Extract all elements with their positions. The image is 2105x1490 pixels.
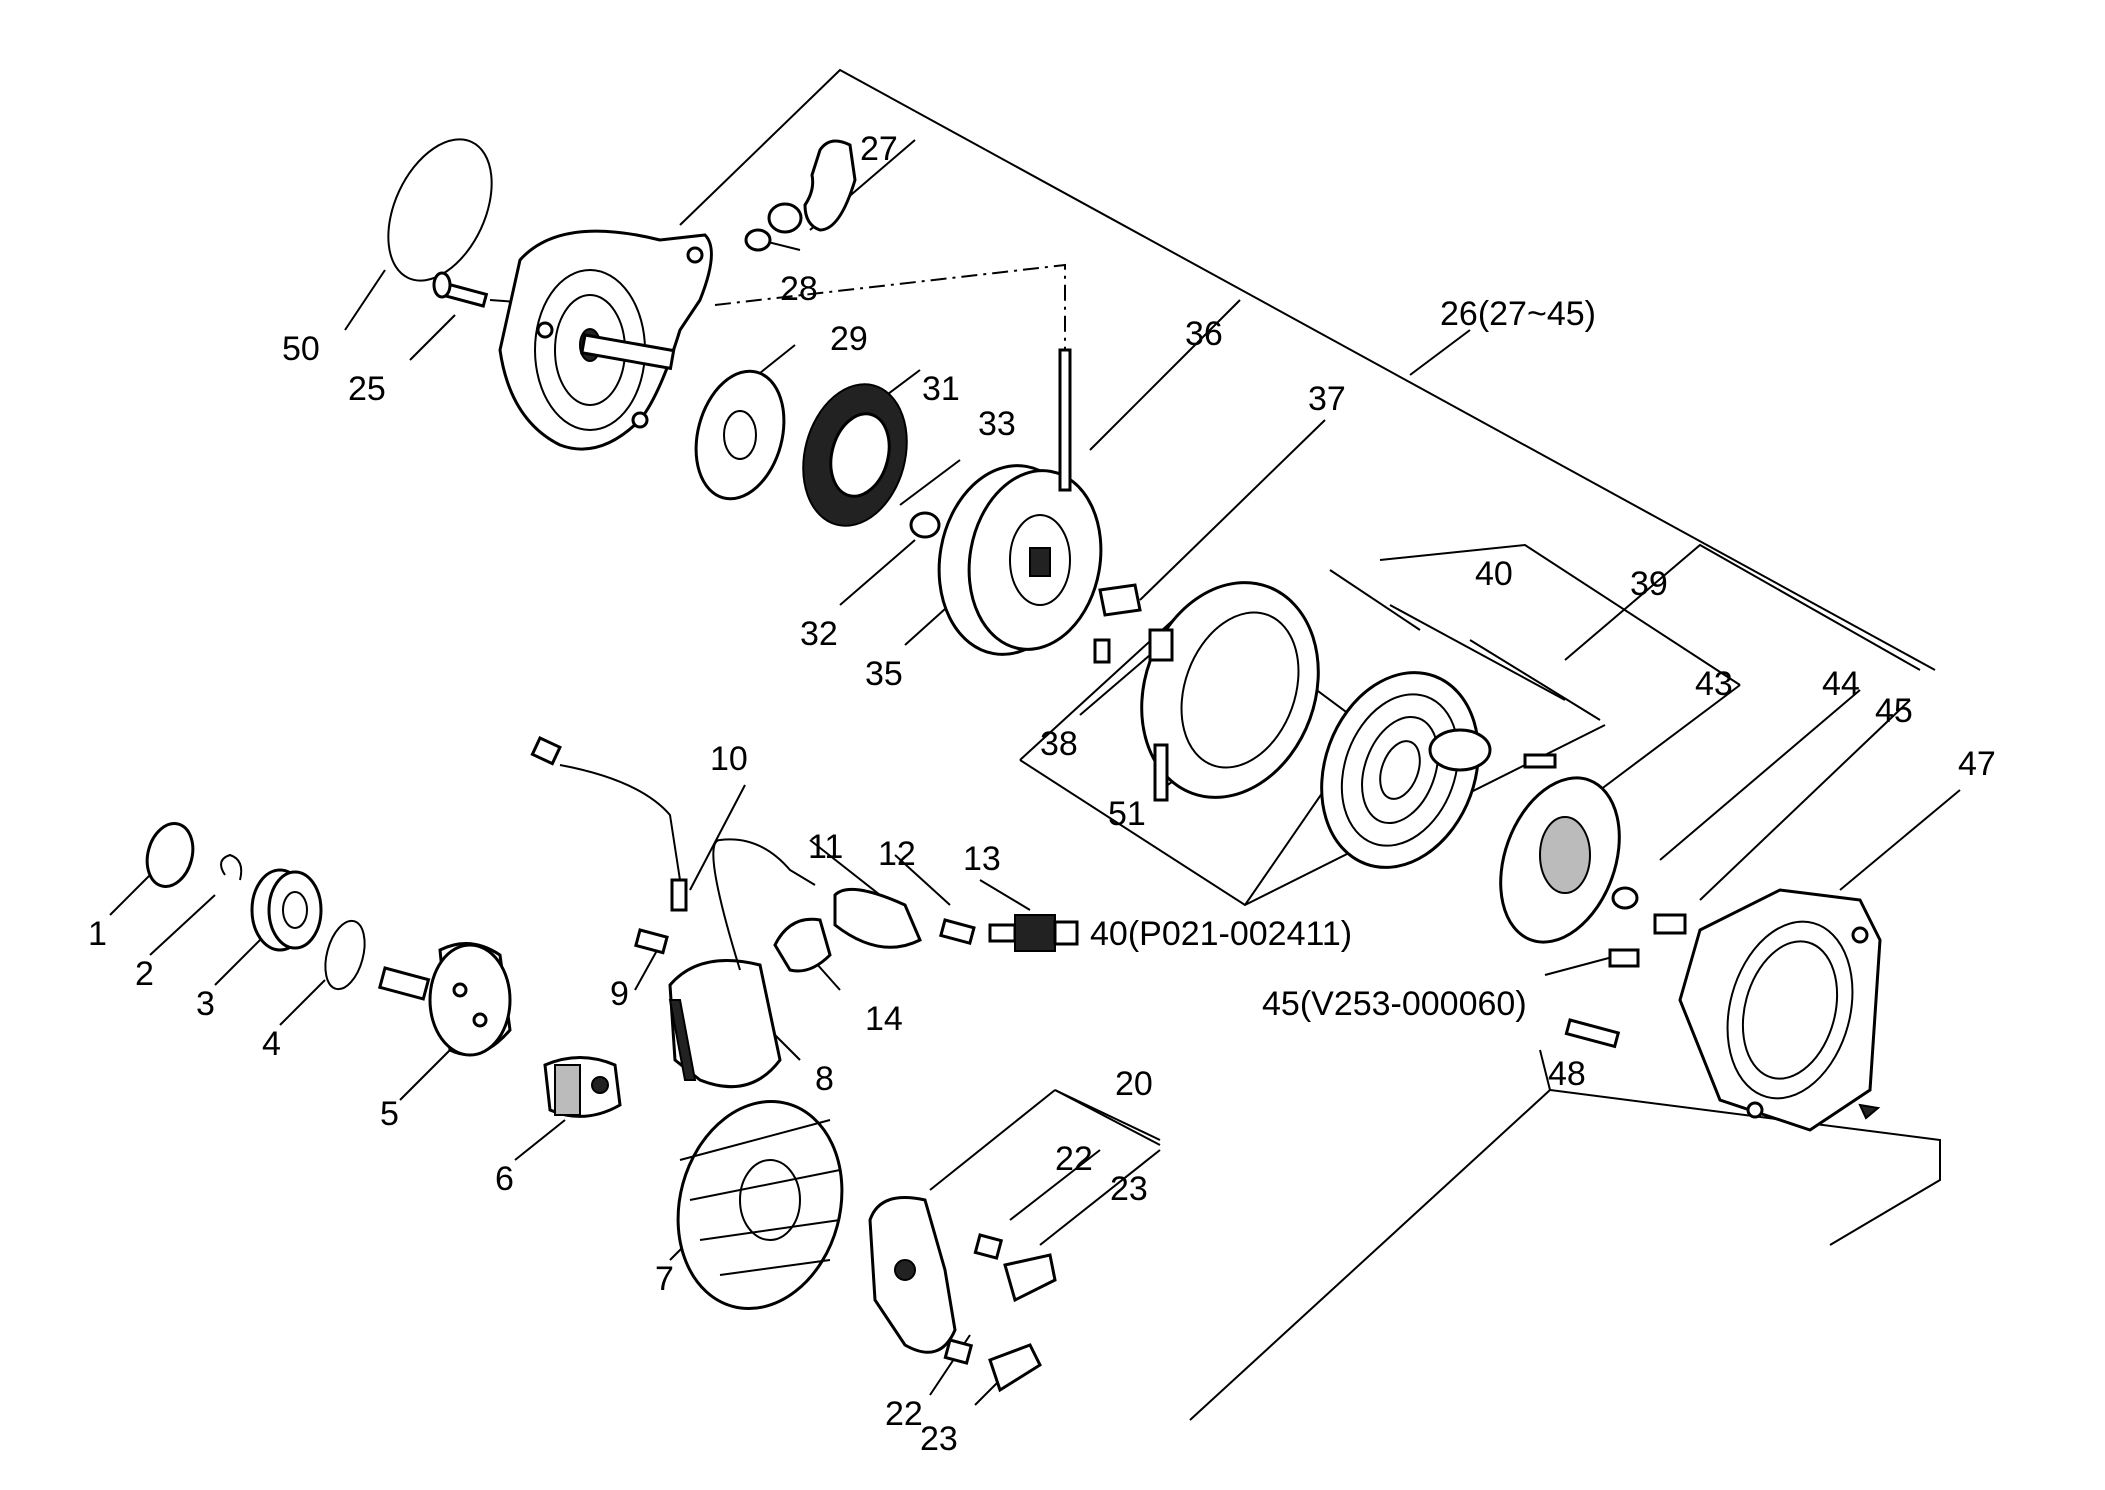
label-40p: 40(P021-002411) <box>1090 915 1352 953</box>
part-5-clutch-drum <box>377 942 512 1057</box>
part-51-key <box>1153 743 1169 802</box>
label-9: 9 <box>610 975 629 1013</box>
part-screw <box>1523 753 1557 769</box>
part-spiral-spring <box>1320 671 1492 869</box>
part-29-washer <box>694 369 786 501</box>
label-33: 33 <box>978 405 1016 443</box>
part-11-cap <box>833 887 922 949</box>
part-47-housing <box>1678 888 1882 1132</box>
part-6-clutch <box>543 1056 622 1118</box>
part-43-plate <box>1499 776 1621 944</box>
label-36: 36 <box>1185 315 1223 353</box>
part-8-ignition-coil <box>668 838 816 1089</box>
leader-lines <box>109 68 1961 1421</box>
label-28: 28 <box>780 270 818 308</box>
label-12: 12 <box>878 835 916 873</box>
label-32: 32 <box>800 615 838 653</box>
part-14-clip <box>773 917 832 973</box>
label-40: 40 <box>1475 555 1513 593</box>
part-12-spring <box>939 918 976 946</box>
part-1-washer <box>145 822 195 888</box>
part-22a-spring <box>973 1233 1004 1260</box>
part-35-pulley <box>937 464 1103 656</box>
label-45: 45 <box>1875 692 1913 730</box>
part-4-snap-ring <box>324 919 366 991</box>
label-4: 4 <box>262 1025 281 1063</box>
part-23a-pawl <box>1003 1253 1057 1303</box>
part-45v-bolt <box>1608 948 1640 968</box>
label-35: 35 <box>865 655 903 693</box>
label-51: 51 <box>1108 795 1146 833</box>
label-1: 1 <box>88 915 107 953</box>
label-23b: 23 <box>920 1420 958 1458</box>
part-50-o-ring <box>387 138 493 282</box>
label-5: 5 <box>380 1095 399 1133</box>
parts <box>145 138 1882 1393</box>
part-31-spring <box>802 383 908 527</box>
label-7: 7 <box>655 1260 674 1298</box>
label-25: 25 <box>348 370 386 408</box>
label-22b: 22 <box>885 1395 923 1433</box>
part-10-wire <box>530 736 688 912</box>
label-31: 31 <box>922 370 960 408</box>
label-43: 43 <box>1695 665 1733 703</box>
part-32-washer <box>909 511 941 539</box>
label-29: 29 <box>830 320 868 358</box>
part-3-bearing <box>250 868 323 952</box>
label-6: 6 <box>495 1160 514 1198</box>
label-27: 27 <box>860 130 898 168</box>
part-48-bolt <box>1564 1018 1621 1049</box>
part-22b-spring <box>943 1338 974 1365</box>
label-44: 44 <box>1822 665 1860 703</box>
part-starter-case <box>498 229 713 451</box>
part-7-flywheel <box>676 1099 844 1311</box>
part-44-washer <box>1611 886 1639 910</box>
label-8: 8 <box>815 1060 834 1098</box>
label-22a: 22 <box>1055 1140 1093 1178</box>
part-38-spring <box>1093 638 1111 664</box>
part-labels: 1 2 3 4 5 6 7 8 9 10 11 12 13 14 20 22 2… <box>88 130 1996 1458</box>
label-11: 11 <box>808 828 843 866</box>
part-45-bolt <box>1653 913 1687 935</box>
label-13: 13 <box>963 840 1001 878</box>
label-26: 26(27~45) <box>1440 295 1596 333</box>
label-2: 2 <box>135 955 154 993</box>
label-10: 10 <box>710 740 748 778</box>
label-39: 39 <box>1630 565 1668 603</box>
part-40-reel-case <box>1140 581 1320 799</box>
label-20: 20 <box>1115 1065 1153 1103</box>
part-20-cover <box>868 1196 957 1354</box>
part-23b-pawl <box>988 1343 1042 1393</box>
label-37: 37 <box>1308 380 1346 418</box>
label-38: 38 <box>1040 725 1078 763</box>
part-28-grommet <box>744 228 772 252</box>
label-45v: 45(V253-000060) <box>1262 985 1527 1023</box>
part-9-bolt <box>634 928 669 955</box>
label-23a: 23 <box>1110 1170 1148 1208</box>
label-3: 3 <box>196 985 215 1023</box>
label-48: 48 <box>1548 1055 1586 1093</box>
label-50: 50 <box>282 330 320 368</box>
part-13-spark-plug <box>988 914 1079 952</box>
part-27-handle <box>767 139 857 234</box>
part-25-bolt <box>432 271 489 308</box>
label-47: 47 <box>1958 745 1996 783</box>
label-14: 14 <box>865 1000 903 1038</box>
part-2-clip <box>220 853 243 881</box>
part-37-pawl <box>1098 583 1142 617</box>
part-36-pin <box>1058 348 1072 492</box>
